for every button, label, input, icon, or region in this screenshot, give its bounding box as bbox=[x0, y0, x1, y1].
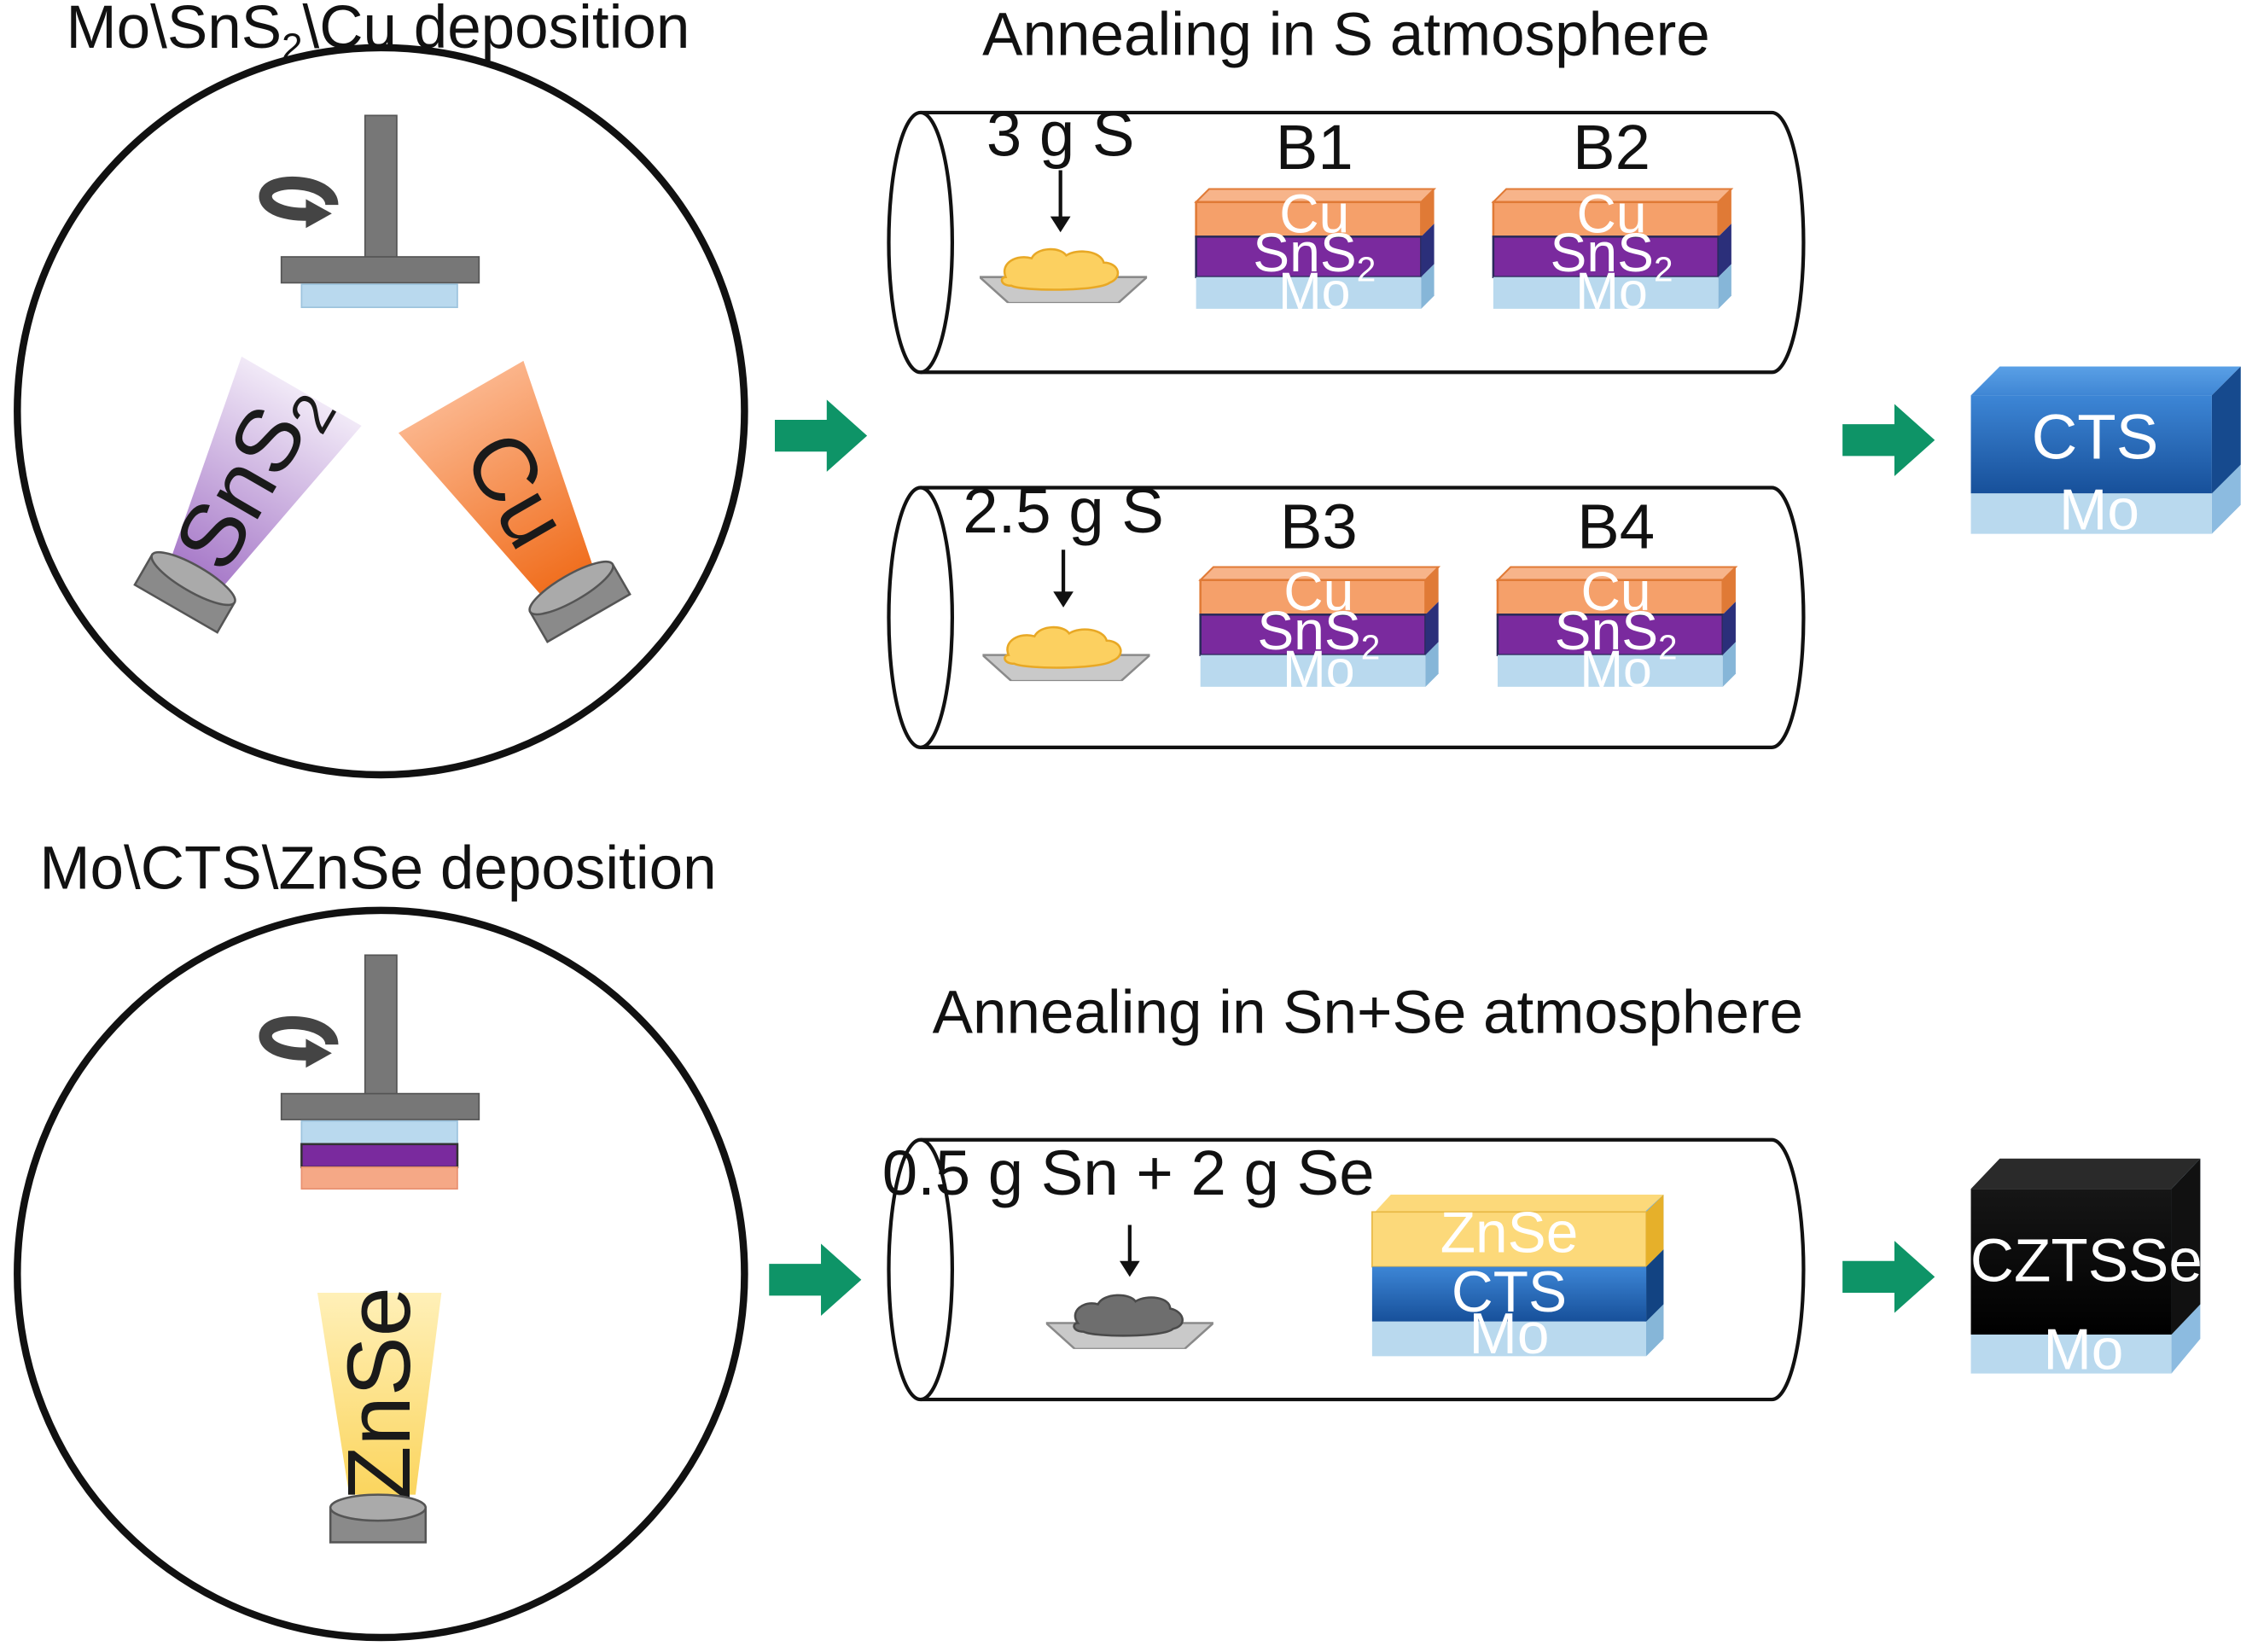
cts-block bbox=[1970, 395, 2212, 494]
cu-layer bbox=[1492, 201, 1720, 238]
czts-substrate-label: Mo bbox=[2043, 1318, 2123, 1382]
sns2-layer-label: SnS2 bbox=[1555, 600, 1678, 667]
tube-3-opening bbox=[887, 1137, 954, 1402]
arrow-3 bbox=[769, 1243, 862, 1317]
czts-block-label: CZTSSe bbox=[1970, 1227, 2203, 1294]
cu-layer-label: Cu bbox=[1283, 561, 1353, 622]
substrate-holder-2 bbox=[265, 954, 480, 1190]
sns2-crucible bbox=[133, 550, 236, 634]
sns2-layer bbox=[1195, 236, 1423, 278]
deposition-1-title: Mo\SnS2\Cu deposition bbox=[67, 0, 690, 67]
chamber-2-outline bbox=[14, 906, 748, 1642]
sample-name: B2 bbox=[1573, 112, 1650, 183]
sns2-layer-2 bbox=[300, 1143, 459, 1169]
sns2-layer-label: SnS2 bbox=[1257, 600, 1380, 667]
substrate-holder-1 bbox=[265, 114, 480, 309]
cts-layer bbox=[1371, 1266, 1647, 1322]
mo-substrate-1 bbox=[300, 283, 458, 309]
cts-block-label: CTS bbox=[2032, 402, 2159, 473]
cu-source: Cu bbox=[398, 360, 631, 643]
czts-block bbox=[1970, 1189, 2172, 1335]
mo-layer-3-label: Mo bbox=[1469, 1302, 1550, 1366]
mo-layer-label: Mo bbox=[1278, 262, 1351, 320]
znse-crucible bbox=[329, 1493, 428, 1544]
tube-2-amount: 2.5 g S bbox=[963, 475, 1164, 546]
arrow-2 bbox=[1842, 404, 1935, 476]
tube-2: 2.5 g S bbox=[887, 475, 1806, 749]
result-cts: CTS Mo bbox=[1970, 366, 2241, 543]
mo-layer-label: Mo bbox=[1283, 640, 1355, 698]
tube-1: 3 g S bbox=[887, 99, 1806, 375]
sns2-layer bbox=[1496, 614, 1725, 656]
sns2-layer bbox=[1492, 236, 1720, 278]
sns2-layer-label: SnS2 bbox=[1551, 222, 1673, 289]
sample-name: B4 bbox=[1577, 492, 1655, 562]
cu-layer-label: Cu bbox=[1576, 183, 1646, 244]
sample-name: B1 bbox=[1276, 112, 1353, 183]
chamber-1-outline bbox=[14, 44, 748, 779]
sn-se-boat bbox=[1045, 1294, 1213, 1349]
mo-layer-3 bbox=[1371, 1321, 1647, 1357]
cts-substrate-label: Mo bbox=[2059, 479, 2139, 543]
cu-layer-label: Cu bbox=[1279, 183, 1349, 244]
cts-layer-label: CTS bbox=[1452, 1260, 1567, 1324]
czts-substrate bbox=[1970, 1334, 2172, 1374]
znse-beam bbox=[317, 1292, 442, 1495]
cu-layer-label: Cu bbox=[1581, 561, 1651, 622]
znse-source: ZnSe bbox=[317, 1287, 442, 1544]
rotation-icon bbox=[265, 183, 332, 228]
arrow-4 bbox=[1842, 1241, 1935, 1313]
tube-3: 0.5 g Sn + 2 g Se ZnSe CTS Mo bbox=[882, 1137, 1806, 1402]
mo-layer bbox=[1196, 276, 1422, 309]
deposition-1: Mo\SnS2\Cu deposition SnS2 Cu bbox=[14, 0, 748, 779]
cts-znse-stack: ZnSe CTS Mo bbox=[1371, 1194, 1664, 1366]
cts-substrate bbox=[1970, 493, 2212, 534]
sns2-layer-label: SnS2 bbox=[1253, 222, 1376, 289]
tube-2-opening bbox=[887, 486, 954, 749]
sulfur-boat-2 bbox=[982, 625, 1150, 682]
cu-crucible bbox=[528, 560, 631, 643]
sample-name: B3 bbox=[1280, 492, 1358, 562]
mo-layer-label: Mo bbox=[1580, 640, 1652, 698]
sns2-beam bbox=[169, 356, 362, 591]
tube-1-amount: 3 g S bbox=[986, 99, 1135, 170]
tube-1-opening bbox=[887, 110, 954, 375]
rotation-icon-2 bbox=[265, 1022, 332, 1067]
mo-layer bbox=[1493, 276, 1719, 309]
mo-layer bbox=[1497, 654, 1723, 687]
znse-source-label: ZnSe bbox=[329, 1287, 429, 1501]
tube-3-amount: 0.5 g Sn + 2 g Se bbox=[882, 1137, 1375, 1208]
sulfur-boat-1 bbox=[980, 247, 1148, 304]
deposition-2-title: Mo\CTS\ZnSe deposition bbox=[39, 835, 716, 903]
mo-layer bbox=[1200, 654, 1426, 687]
sns2-source: SnS2 bbox=[133, 356, 362, 634]
annealing-1-title: Annealing in S atmosphere bbox=[982, 1, 1710, 68]
cu-beam bbox=[398, 360, 595, 599]
cu-layer-2 bbox=[300, 1166, 458, 1190]
mo-layer-2 bbox=[300, 1120, 458, 1145]
result-czts: CZTSSe Mo bbox=[1970, 1158, 2203, 1382]
arrow-1 bbox=[774, 399, 868, 472]
annealing-2-title: Annealing in Sn+Se atmosphere bbox=[933, 980, 1803, 1047]
mo-layer-label: Mo bbox=[1575, 262, 1648, 320]
deposition-2: Mo\CTS\ZnSe deposition ZnSe bbox=[14, 835, 748, 1642]
znse-layer-label: ZnSe bbox=[1440, 1201, 1579, 1265]
